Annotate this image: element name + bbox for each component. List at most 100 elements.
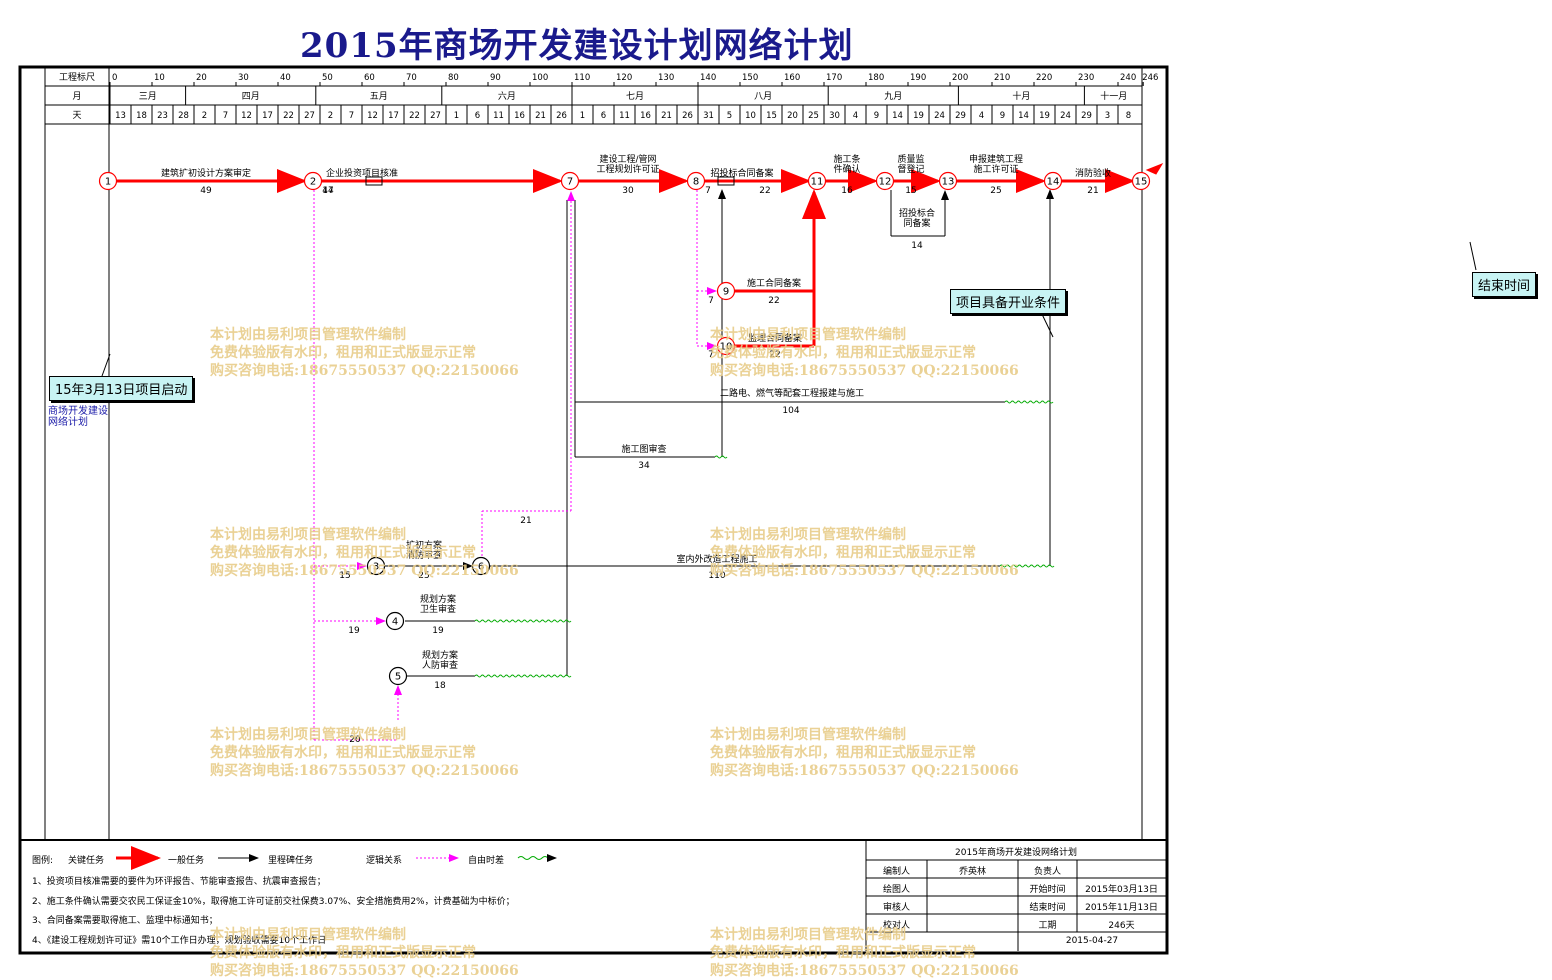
task-name: 件确认: [833, 163, 860, 175]
tb-duration-label: 工期: [1038, 921, 1057, 931]
node-label: 13: [942, 177, 955, 188]
scale-tick: 20: [196, 73, 207, 83]
float-wave: [474, 619, 572, 623]
legend-prefix: 图例:: [32, 856, 54, 866]
day-cell: 1: [580, 111, 585, 121]
scale-tick: 230: [1078, 73, 1094, 83]
node-label: 5: [395, 672, 401, 683]
task-pre-float: 19: [348, 626, 360, 636]
tb-start: 2015年03月13日: [1085, 885, 1158, 895]
task-duration: 104: [782, 406, 799, 416]
page-title: 2015年商场开发建设计划网络计划: [300, 26, 854, 66]
task-name: 申报建筑工程: [969, 153, 1023, 165]
day-cell: 12: [367, 111, 378, 121]
day-cell: 9: [874, 111, 879, 121]
day-cell: 10: [745, 111, 756, 121]
note-4: 4、《建设工程规划许可证》需10个工作日办理，规划验收需要10个工作日: [32, 936, 327, 946]
task-name: 二路电、燃气等配套工程报建与施工: [720, 387, 864, 399]
node-label: 12: [879, 177, 892, 188]
day-label: 天: [72, 111, 81, 121]
node-label: 6: [478, 562, 484, 573]
legend-normal: 一般任务: [168, 856, 205, 866]
task-duration: 34: [638, 461, 650, 471]
month-label: 月: [72, 91, 81, 102]
tb-end-label: 结束时间: [1029, 903, 1066, 913]
task-pre-float: 7: [705, 186, 711, 196]
scale-tick: 10: [154, 73, 165, 83]
scale-tick: 246: [1142, 73, 1158, 83]
task-duration: 22: [769, 350, 780, 360]
node-10: [716, 336, 736, 356]
task-name: 企业投资项目核准: [326, 167, 398, 179]
task-name: 室内外改造工程施工: [676, 553, 757, 565]
day-cell: 2: [328, 111, 333, 121]
legend: [116, 846, 557, 870]
month-cell: 九月: [884, 91, 902, 102]
end-flag-icon: [1145, 162, 1164, 175]
task-duration: 16: [841, 186, 853, 196]
task-name: 工程规划许可证: [596, 163, 659, 175]
node-label: 14: [1047, 177, 1060, 188]
legend-float: 自由时差: [468, 856, 505, 866]
tb-checker-label: 校对人: [882, 921, 910, 931]
scale-tick: 200: [952, 73, 968, 83]
node-12: [875, 171, 895, 191]
float-wave: [474, 674, 572, 678]
task-duration: 47: [322, 186, 333, 196]
task-pre-float: 15: [339, 571, 350, 581]
task-name: 建设工程/管网: [599, 153, 656, 165]
tb-heading: 2015年商场开发建设网络计划: [955, 848, 1077, 858]
day-cell: 1: [454, 111, 459, 121]
task-name: 建筑扩初设计方案审定: [161, 167, 251, 179]
day-cell: 17: [388, 111, 399, 121]
task-duration: 14: [911, 241, 923, 251]
day-cell: 4: [853, 111, 858, 121]
task-duration: 49: [200, 186, 212, 196]
day-cell: 14: [892, 111, 903, 121]
day-cell: 5: [727, 111, 732, 121]
day-cell: 29: [955, 111, 966, 121]
task-duration: 18: [434, 681, 446, 691]
logic-links: [313, 190, 717, 741]
day-cell: 6: [475, 111, 480, 121]
month-cell: 七月: [626, 91, 644, 102]
task-pre-float: 14: [322, 186, 334, 196]
node-8: [686, 171, 706, 191]
start-callout: 15年3月13日项目启动: [49, 376, 194, 401]
day-cell: 21: [661, 111, 672, 121]
node-14: [1043, 171, 1063, 191]
normal-tasks: [101, 176, 1477, 677]
tb-duration: 246天: [1108, 921, 1135, 931]
day-cell: 27: [430, 111, 441, 121]
ready-callout: 项目具备开业条件: [950, 289, 1067, 314]
month-cell: 三月: [139, 91, 157, 102]
node-11: [807, 171, 827, 191]
day-cell: 13: [115, 111, 126, 121]
day-cell: 19: [913, 111, 924, 121]
task-name: 监理合同备案: [748, 332, 802, 344]
task-name: 招投标合: [899, 207, 935, 219]
critical-path: [117, 169, 1135, 348]
day-cell: 31: [703, 111, 714, 121]
node-9: [716, 281, 736, 301]
day-cell: 22: [409, 111, 420, 121]
month-cell: 十一月: [1100, 90, 1127, 102]
scale-tick: 40: [280, 73, 291, 83]
tb-drawer-label: 绘图人: [882, 885, 910, 895]
task-name: 施工合同备案: [747, 277, 801, 289]
float-wave: [1004, 400, 1054, 404]
day-cell: 19: [1039, 111, 1050, 121]
end-callout: 结束时间: [1472, 272, 1537, 297]
node-label: 3: [373, 562, 379, 573]
month-cell: 六月: [498, 90, 516, 102]
scale-tick: 100: [532, 73, 548, 83]
node-label: 15: [1135, 177, 1148, 188]
tb-end: 2015年11月13日: [1085, 903, 1158, 913]
note-3: 3、合同备案需要取得施工、监理中标通知书；: [32, 916, 218, 926]
scale-tick: 150: [742, 73, 758, 83]
task-duration: 21: [520, 516, 531, 526]
node-label: 1: [105, 177, 111, 188]
scale-tick: 140: [700, 73, 716, 83]
task-name: 规划方案: [422, 649, 458, 661]
scale-label: 工程标尺: [59, 71, 95, 83]
